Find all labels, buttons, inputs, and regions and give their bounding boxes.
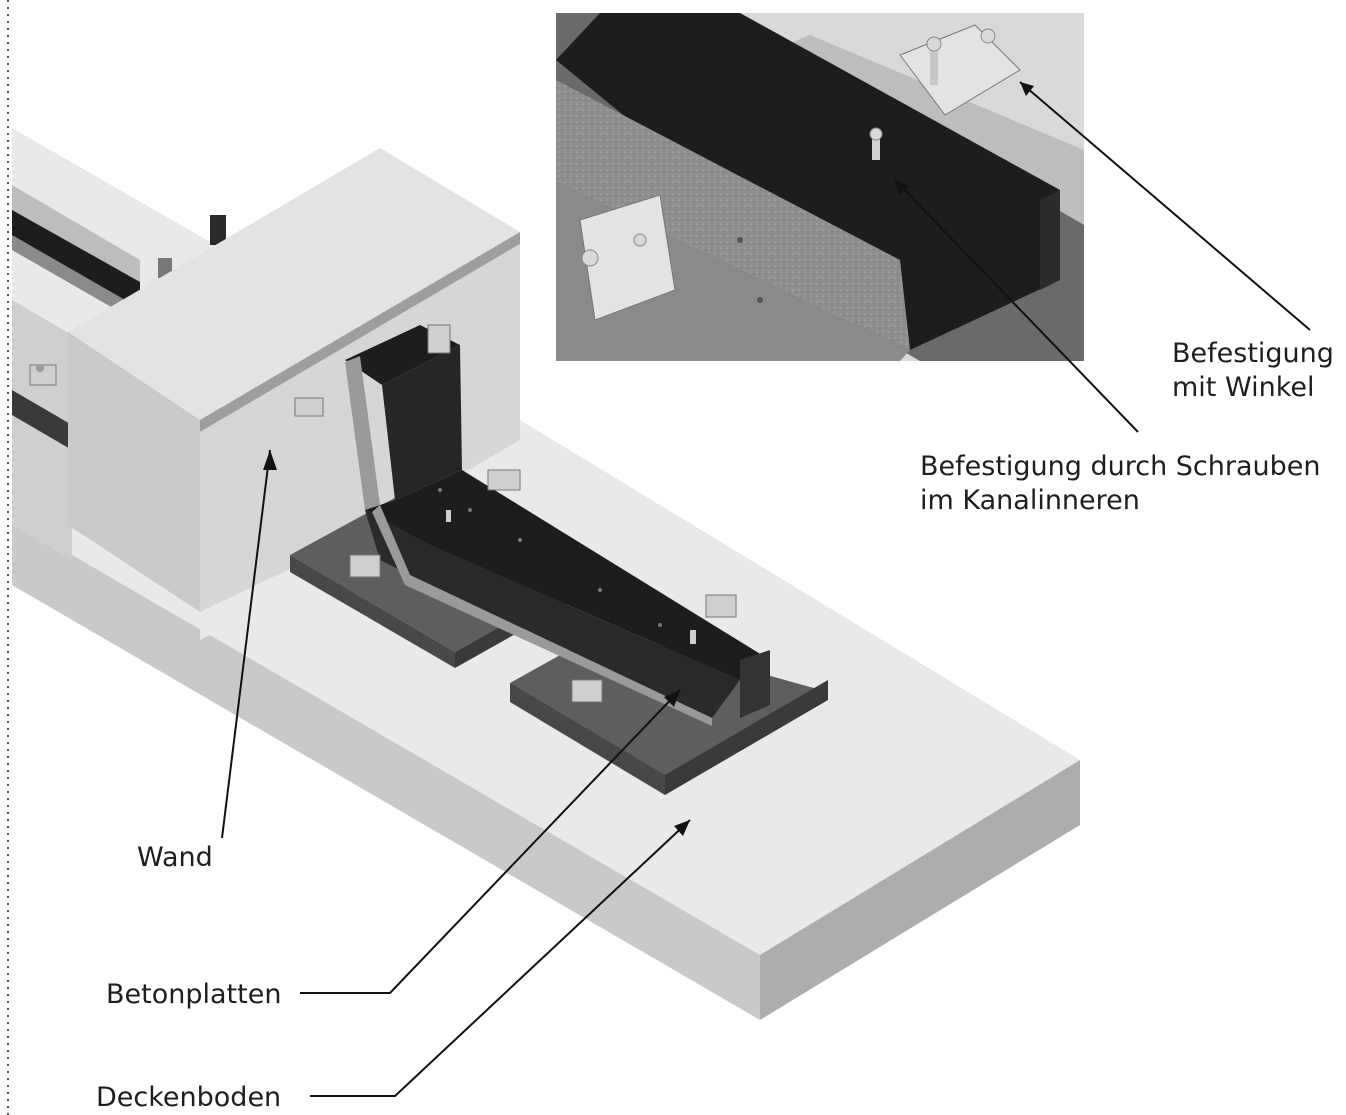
label-befestigung-schrauben-line1: Befestigung durch Schrauben	[920, 451, 1321, 482]
label-befestigung-winkel-line1: Befestigung	[1172, 338, 1334, 369]
arrowhead-wand	[263, 450, 277, 470]
label-deckenboden: Deckenboden	[96, 1082, 282, 1113]
leader-befestigung-schrauben	[894, 179, 1139, 433]
label-betonplatten: Betonplatten	[106, 979, 282, 1010]
arrowheads	[263, 82, 1034, 836]
label-befestigung-schrauben-line2: im Kanalinneren	[920, 485, 1140, 516]
leader-lines	[221, 81, 1311, 1097]
leader-deckenboden	[310, 819, 691, 1097]
leader-befestigung-winkel	[1019, 81, 1311, 331]
label-befestigung-winkel-line2: mit Winkel	[1172, 372, 1315, 403]
label-wand: Wand	[137, 842, 213, 873]
detail-inset	[556, 13, 1084, 361]
leader-betonplatten	[300, 689, 681, 994]
leader-wand	[221, 449, 271, 839]
angle-brackets	[294, 324, 737, 703]
